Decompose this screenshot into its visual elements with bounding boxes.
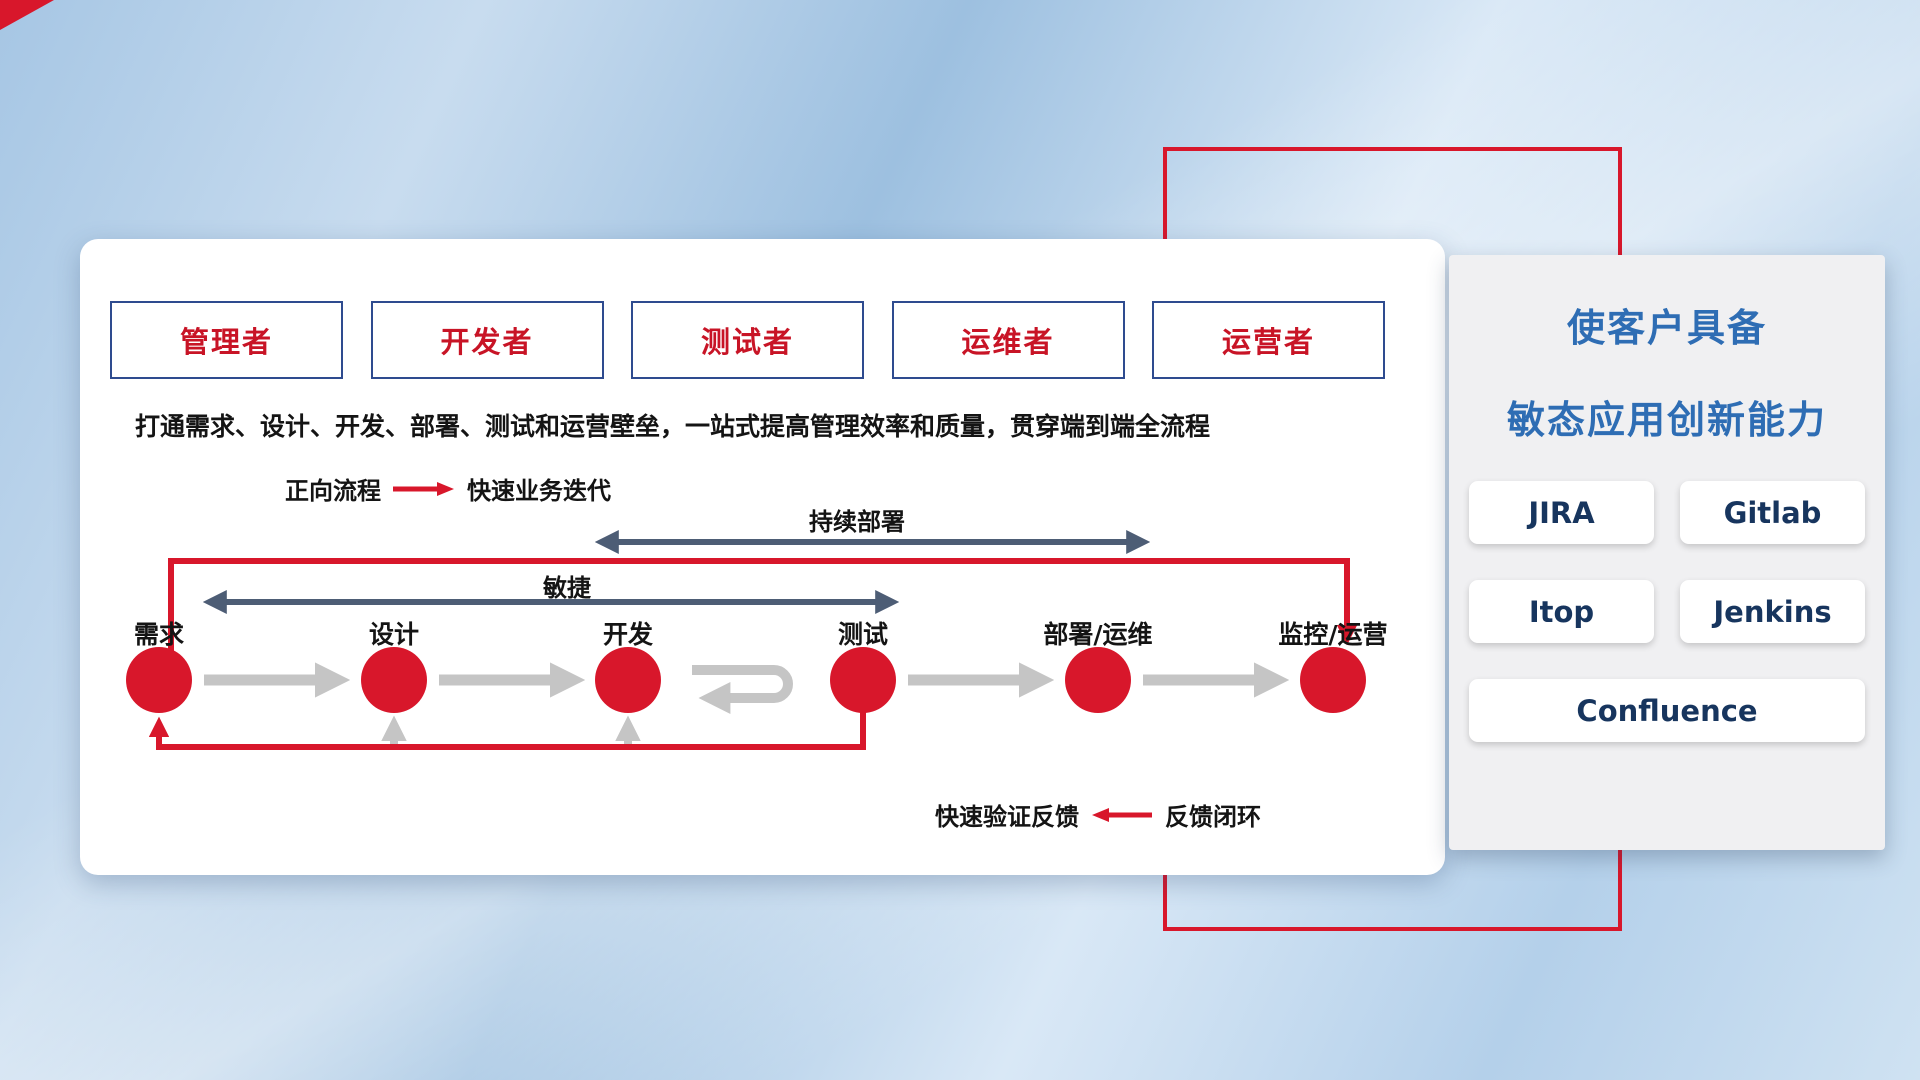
- legend-forward: 正向流程 快速业务迭代: [285, 471, 611, 506]
- tool-label: Itop: [1528, 594, 1595, 629]
- role-label: 管理者: [179, 325, 273, 359]
- stage-label-requirements: 需求: [133, 620, 184, 649]
- flow-diagram: [126, 530, 1366, 750]
- stage-nodes: [126, 647, 1366, 713]
- feedback-up-arrows: [381, 715, 641, 744]
- stage-node-test: [830, 647, 896, 713]
- forward-arrow-icon: [393, 481, 454, 496]
- capability-panel: 使客户具备 敏态应用创新能力 JIRA Gitlab Itop Jenkins …: [1449, 255, 1885, 850]
- corner-ribbon: [0, 0, 54, 30]
- roles-row: 管理者 开发者 测试者 运维者 运营者: [110, 301, 1385, 379]
- role-label: 运维者: [961, 325, 1055, 359]
- legend-forward-label: 正向流程: [285, 477, 381, 505]
- tool-label: Jenkins: [1713, 594, 1832, 629]
- stage-node-monitor-op: [1300, 647, 1366, 713]
- stage-label-test: 测试: [837, 620, 888, 649]
- iteration-arrow-icon: [692, 665, 793, 715]
- tool-label: Gitlab: [1723, 495, 1822, 530]
- tool-jenkins: Jenkins: [1680, 580, 1865, 643]
- role-box-tester: 测试者: [631, 301, 864, 379]
- stage-node-develop: [595, 647, 661, 713]
- role-label: 开发者: [440, 325, 534, 359]
- stage-node-deploy-ops: [1065, 647, 1131, 713]
- tool-itop: Itop: [1469, 580, 1654, 643]
- panel-title-line2: 敏态应用创新能力: [1506, 398, 1827, 442]
- role-box-operator: 运营者: [1152, 301, 1385, 379]
- tool-label: JIRA: [1528, 495, 1595, 530]
- tool-label: Confluence: [1576, 693, 1758, 728]
- stage-node-requirements: [126, 647, 192, 713]
- tool-jira: JIRA: [1469, 481, 1654, 544]
- stage-label-design: 设计: [368, 620, 419, 649]
- role-box-ops: 运维者: [891, 301, 1125, 379]
- stage-node-design: [361, 647, 427, 713]
- tool-gitlab: Gitlab: [1680, 481, 1865, 544]
- process-card: 管理者 开发者 测试者 运维者 运营者 打通需求、设计、开发、部署、测试和运营壁…: [80, 239, 1445, 875]
- panel-title-line1: 使客户具备: [1566, 306, 1767, 350]
- legend-feedback: 快速验证反馈 反馈闭环: [935, 797, 1261, 832]
- tool-confluence: Confluence: [1469, 679, 1865, 742]
- forward-loop-line: [168, 558, 1358, 651]
- feedback-loop-line: [148, 707, 866, 750]
- role-label: 运营者: [1221, 325, 1315, 359]
- stage-label-deploy-ops: 部署/运维: [1043, 620, 1153, 649]
- feedback-arrow-icon: [1092, 807, 1152, 822]
- subtitle-text: 打通需求、设计、开发、部署、测试和运营壁垒，一站式提高管理效率和质量，贯穿端到端…: [135, 412, 1211, 441]
- role-box-developer: 开发者: [370, 301, 604, 379]
- stage-label-develop: 开发: [602, 620, 653, 649]
- stage-label-monitor-op: 监控/运营: [1278, 620, 1388, 649]
- role-label: 测试者: [700, 325, 794, 359]
- tools-grid: JIRA Gitlab Itop Jenkins Confluence: [1469, 481, 1865, 742]
- role-box-manager: 管理者: [110, 301, 343, 379]
- legend-feedback-label: 快速验证反馈: [935, 803, 1079, 831]
- legend-forward-value: 快速业务迭代: [467, 477, 611, 505]
- legend-feedback-value: 反馈闭环: [1165, 803, 1261, 831]
